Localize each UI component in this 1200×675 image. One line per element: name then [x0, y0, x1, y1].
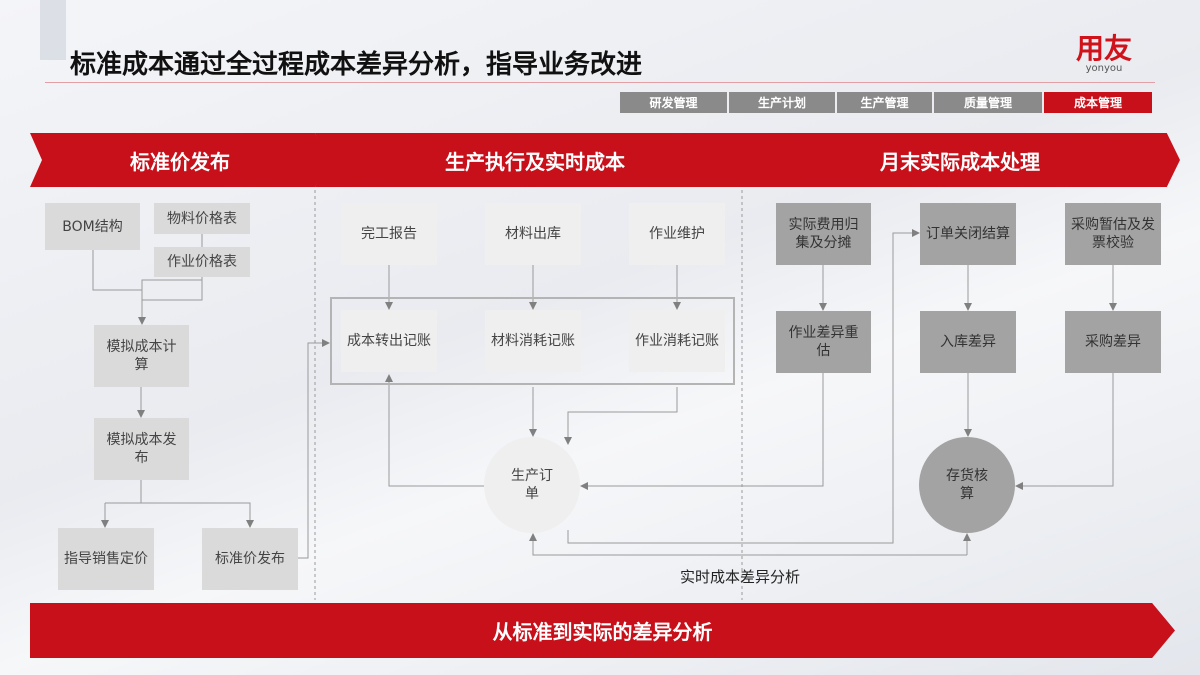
node-actual-expense: 实际费用归集及分摊: [776, 203, 871, 265]
tab-production-plan[interactable]: 生产计划: [729, 92, 835, 113]
realtime-variance-caption: 实时成本差异分析: [680, 568, 801, 586]
band-monthend: 月末实际成本处理: [740, 133, 1180, 187]
node-cost-transfer: 成本转出记账: [341, 310, 437, 372]
node-purchase-variance: 采购差异: [1065, 311, 1161, 373]
node-inbound-variance: 入库差异: [920, 311, 1016, 373]
decorative-bar: [40, 0, 66, 60]
node-bom: BOM结构: [45, 203, 140, 250]
node-production-order: 生产订单: [484, 437, 580, 533]
node-material-out: 材料出库: [485, 203, 581, 265]
node-activity-maint: 作业维护: [629, 203, 725, 265]
band-execution: 生产执行及实时成本: [315, 133, 755, 187]
node-material-price: 物料价格表: [154, 203, 250, 234]
node-material-consume: 材料消耗记账: [485, 310, 581, 372]
node-activity-variance: 作业差异重估: [776, 311, 871, 373]
node-purchase-estimate: 采购暂估及发票校验: [1065, 203, 1161, 265]
tab-production-mgmt[interactable]: 生产管理: [837, 92, 932, 113]
posting-group-frame: [330, 297, 735, 385]
node-std-publish: 标准价发布: [202, 528, 298, 590]
page-title: 标准成本通过全过程成本差异分析，指导业务改进: [70, 50, 643, 80]
footer-band: 从标准到实际的差异分析: [30, 603, 1175, 658]
node-activity-consume: 作业消耗记账: [629, 310, 725, 372]
node-sim-calc: 模拟成本计算: [94, 325, 189, 387]
title-divider: [45, 82, 1155, 83]
node-order-close: 订单关闭结算: [920, 203, 1016, 265]
tab-quality[interactable]: 质量管理: [934, 92, 1042, 113]
tab-rd[interactable]: 研发管理: [620, 92, 727, 113]
band-standard-price: 标准价发布: [30, 133, 330, 187]
node-inventory-accounting: 存货核算: [919, 437, 1015, 533]
node-sim-publish: 模拟成本发布: [94, 418, 189, 480]
tab-cost[interactable]: 成本管理: [1044, 92, 1152, 113]
node-completion: 完工报告: [341, 203, 437, 265]
node-sales-pricing: 指导销售定价: [58, 528, 154, 590]
node-activity-price: 作业价格表: [154, 247, 250, 277]
